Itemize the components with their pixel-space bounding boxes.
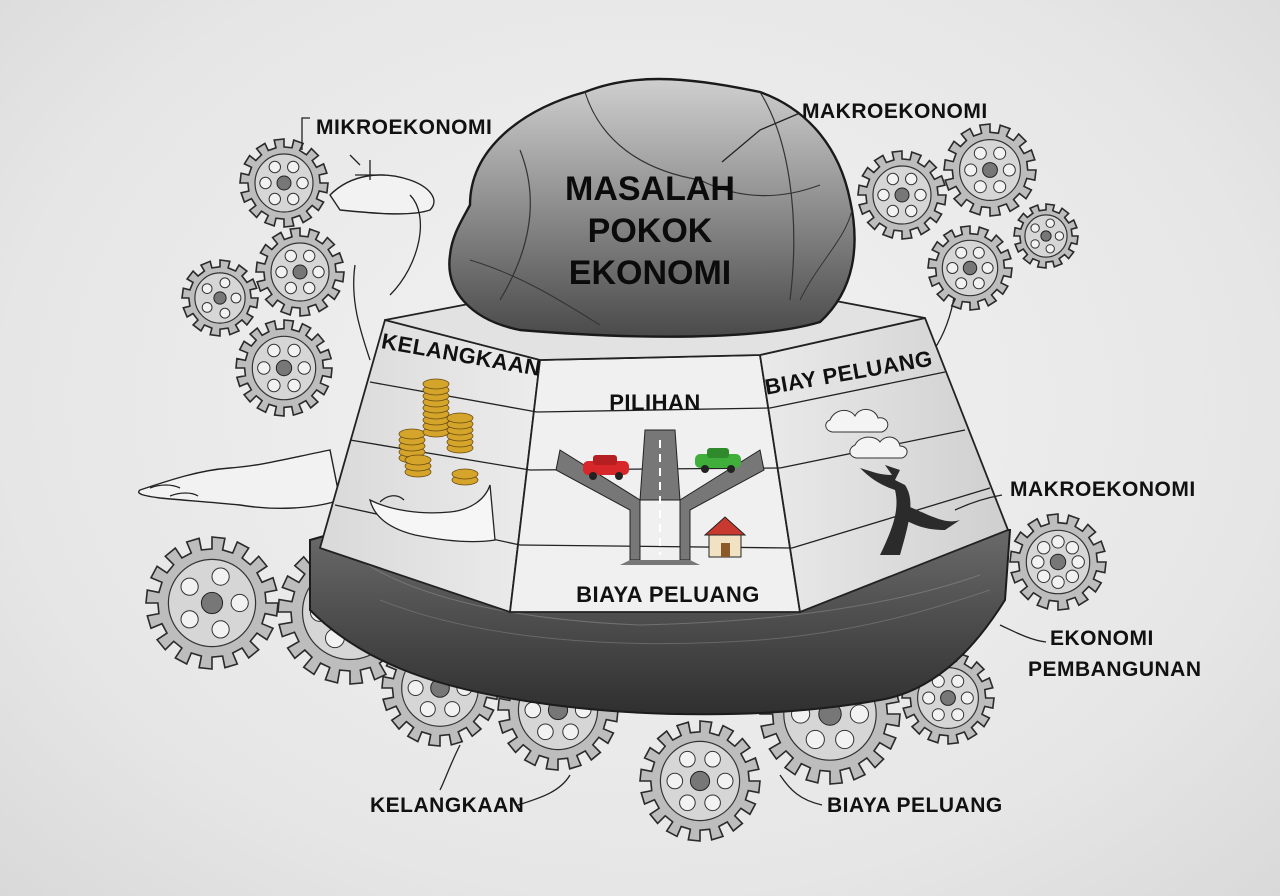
coin-icon <box>398 428 426 440</box>
gear-icon <box>235 319 333 417</box>
hand-icon <box>138 449 341 509</box>
road-fork-icon <box>555 429 765 565</box>
gear-icon <box>1013 203 1079 269</box>
coin-icon <box>451 468 479 480</box>
tier-bottom-label: BIAYA PELUANG <box>576 582 760 607</box>
tree-icon <box>860 465 960 555</box>
callout-top-left: MIKROEKONOMI <box>301 116 492 150</box>
rock-icon: MASALAH POKOK EKONOMI <box>448 77 856 338</box>
gear-icon <box>181 259 259 337</box>
callout-label: MIKROEKONOMI <box>316 116 492 139</box>
car-icon <box>695 448 741 473</box>
rock-title-line-2: POKOK <box>588 212 713 250</box>
callout-label: KELANGKAAN <box>370 794 524 817</box>
callout-label: BIAYA PELUANG <box>827 794 1003 817</box>
coin-icon <box>404 454 432 466</box>
tier-center-label: PILIHAN <box>609 390 701 415</box>
callout-label: MAKROEKONOMI <box>802 100 988 123</box>
car-icon <box>583 455 629 480</box>
gear-icon <box>1009 513 1107 611</box>
gear-icon <box>639 720 761 842</box>
car-body <box>695 454 741 468</box>
gear-icon <box>901 651 995 745</box>
gear-icon <box>943 123 1037 217</box>
rock-title-line-3: EKONOMI <box>569 254 731 292</box>
hand-icon <box>369 484 496 543</box>
house-icon <box>703 516 747 558</box>
callout-econ-dev: EKONOMI PEMBANGUNAN <box>999 624 1202 681</box>
gear-icon <box>255 227 345 317</box>
callout-top-right: MAKROEKONOMI <box>721 100 988 163</box>
callout-label: MAKROEKONOMI <box>1010 478 1196 501</box>
gear-icon <box>857 150 947 240</box>
cloud-icon <box>825 409 908 459</box>
coin-stack-icon <box>398 378 479 486</box>
callout-bottom-left: KELANGKAAN <box>370 744 571 817</box>
rock-title-line-1: MASALAH <box>565 170 735 208</box>
coin-icon <box>446 412 474 424</box>
gear-icon <box>145 536 279 670</box>
hand-icon <box>329 154 435 296</box>
coin-icon <box>422 378 450 390</box>
callout-bottom-right: BIAYA PELUANG <box>779 774 1003 817</box>
gear-icon <box>927 225 1013 311</box>
gear-icon <box>239 138 329 228</box>
callout-mid-right: MAKROEKONOMI <box>954 478 1196 511</box>
callout-label-line1: EKONOMI <box>1050 627 1154 650</box>
callout-label-line2: PEMBANGUNAN <box>1028 658 1202 681</box>
